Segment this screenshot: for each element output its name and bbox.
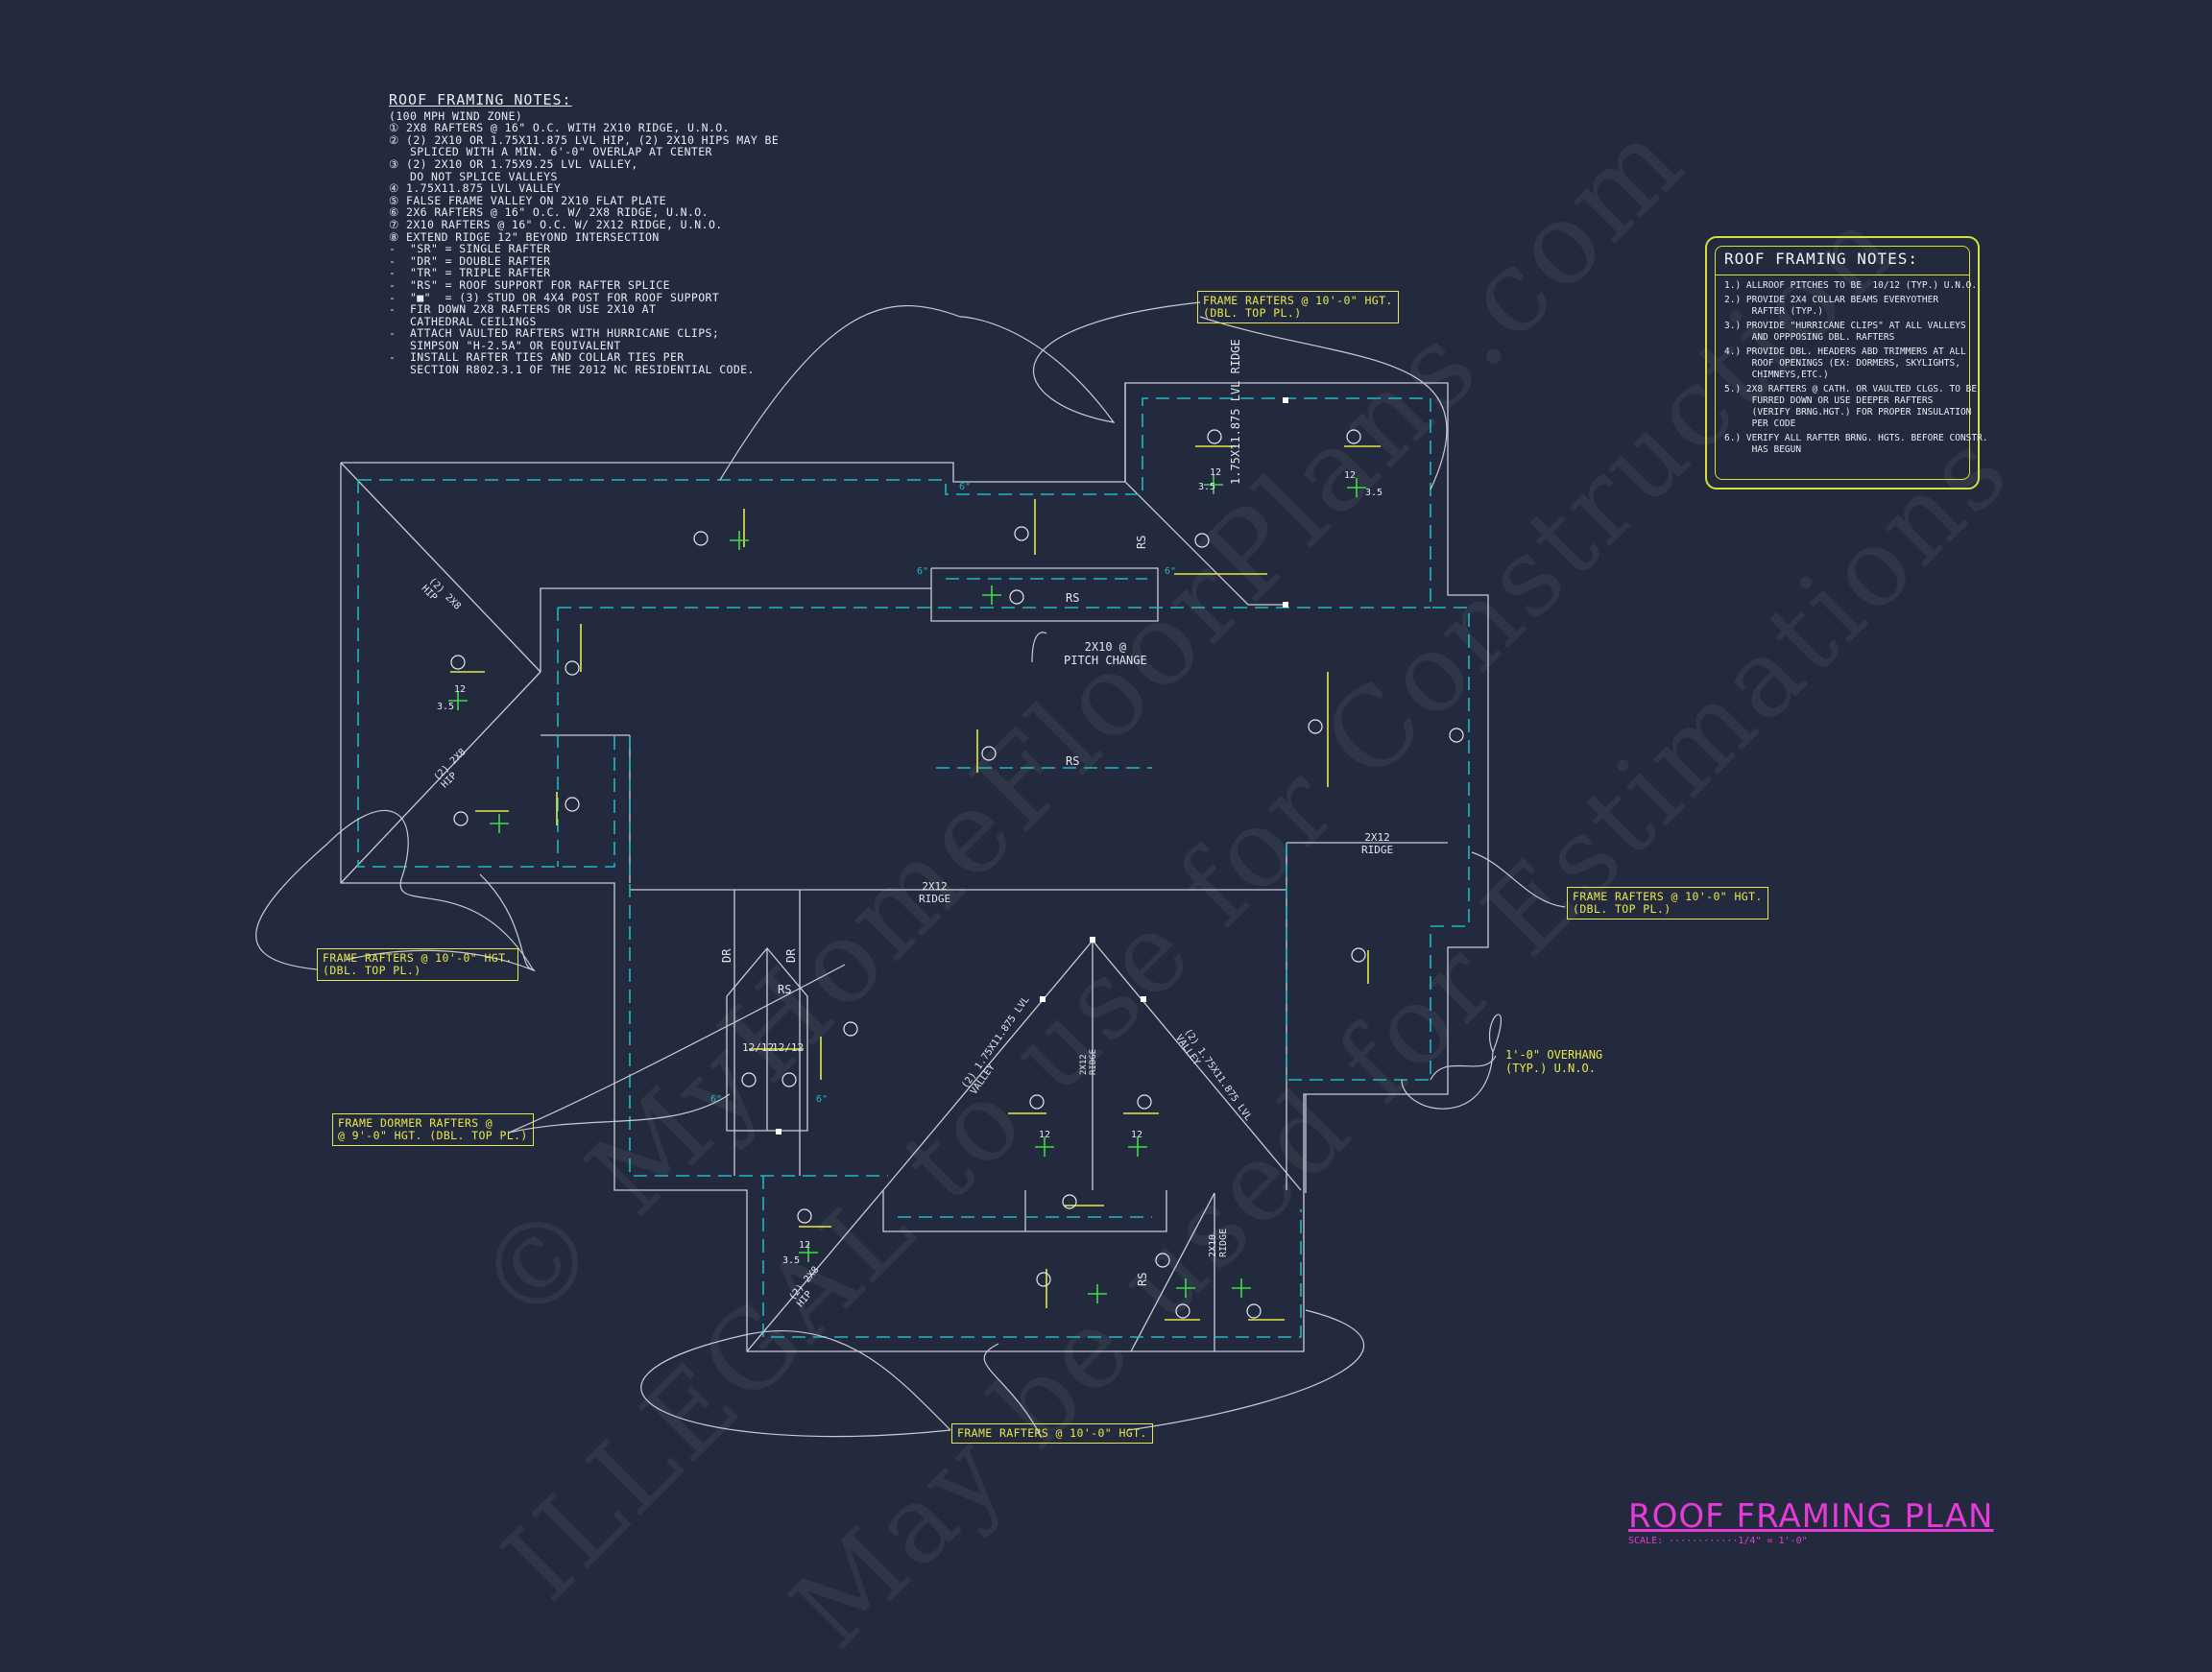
- overhang-dim: 6": [959, 482, 972, 492]
- general-note-line: ⑦ 2x10 RAFTERS @ 16" O.C. W/ 2x12 RIDGE,…: [389, 217, 723, 231]
- pitch-12-12-label: 12/12: [742, 1041, 775, 1054]
- general-notes: ROOF FRAMING NOTES: (100 MPH WIND ZONE) …: [389, 91, 780, 377]
- rs-label: RS: [1136, 1272, 1149, 1286]
- general-note-line: - ATTACH VAULTED RAFTERS WITH HURRICANE …: [389, 326, 720, 341]
- general-note-line: ② (2) 2x10 OR 1.75x11.875 LVL HIP, (2) 2…: [389, 132, 780, 147]
- overhang-note: 1'-0" OVERHANG (TYP.) U.N.O.: [1505, 1048, 1603, 1075]
- outline-vent: [930, 567, 1159, 622]
- right-note-item: 4.) PROVIDE DBL. HEADERS ABD TRIMMERS AT…: [1724, 346, 1966, 380]
- general-note-line: - "TR" = TRIPLE RAFTER: [389, 266, 551, 280]
- dormer-roof: [726, 946, 808, 1132]
- outline-hip-left-a: [340, 462, 541, 673]
- pitch-rise: 12: [1039, 1130, 1051, 1140]
- right-note-item: 1.) ALLROOF PITCHES TO BE 10/12 (TYP.) U…: [1724, 280, 1978, 291]
- general-notes-title: ROOF FRAMING NOTES:: [389, 91, 572, 108]
- general-note-line: ④ 1.75x11.875 LVL VALLEY: [389, 181, 562, 196]
- right-note-item: 5.) 2x8 RAFTERS @ CATH. OR VAULTED CLGS.…: [1724, 384, 1978, 429]
- right-note-item: 3.) PROVIDE "HURRICANE CLIPS" AT ALL VAL…: [1724, 321, 1966, 343]
- general-note-line: - "SR" = SINGLE RAFTER: [389, 242, 551, 256]
- general-note-line: SIMPSON "H-2.5A" OR EQUIVALENT: [389, 338, 621, 352]
- bottom-wing: [746, 1189, 884, 1352]
- ridge-vertical-label: 2x12 RIDGE: [1079, 1048, 1098, 1075]
- rs-label: RS: [1135, 535, 1148, 549]
- ridge-vertical-label: 2x10 RIDGE: [1208, 1228, 1229, 1257]
- outline-main-body: [540, 587, 931, 672]
- bottom-right-box: [1130, 1192, 1215, 1352]
- overhang-dim: 6": [1165, 566, 1177, 577]
- general-note-line: (100 MPH WIND ZONE): [389, 108, 523, 123]
- general-note-line: ⑤ FALSE FRAME VALLEY ON 2x10 FLAT PLATE: [389, 193, 667, 207]
- callout-bottom: FRAME RAFTERS @ 10'-0" HGT.: [951, 1423, 1153, 1444]
- right-notes-title: ROOF FRAMING NOTES:: [1724, 250, 1919, 268]
- pitch-rise: 12: [1344, 470, 1357, 481]
- general-note-line: SECTION R802.3.1 OF THE 2012 NC RESIDENT…: [389, 363, 755, 377]
- general-note-line: ③ (2) 2x10 OR 1.75x9.25 LVL VALLEY,: [389, 156, 638, 171]
- rs-label: RS: [1066, 754, 1080, 768]
- pitch-rise: 12: [1210, 467, 1222, 478]
- outline-hip-left-b: [340, 671, 541, 884]
- dr-label: DR: [720, 948, 733, 963]
- general-note-line: ① 2x8 RAFTERS @ 16" O.C. WITH 2x10 RIDGE…: [389, 121, 730, 135]
- dr-label: DR: [784, 948, 798, 963]
- pitch-12-12-label: 12/12: [772, 1041, 805, 1054]
- pitch-change-label: 2x10 @ PITCH CHANGE: [1064, 640, 1147, 667]
- overhang-dim: 6": [816, 1094, 829, 1105]
- rs-label: RS: [778, 983, 792, 996]
- pitch-run: 3.5: [437, 702, 455, 712]
- pitch-rise: 12: [799, 1240, 811, 1251]
- general-note-line: DO NOT SPLICE VALLEYS: [389, 169, 558, 183]
- right-notes-box: ROOF FRAMING NOTES: 1.) ALLROOF PITCHES …: [1705, 236, 1988, 490]
- general-note-line: ⑧ EXTEND RIDGE 12" BEYOND INTERSECTION: [389, 229, 660, 244]
- callout-left: FRAME RAFTERS @ 10'-0" HGT. (DBL. TOP PL…: [317, 948, 518, 981]
- general-note-line: - INSTALL RAFTER TIES AND COLLAR TIES PE…: [389, 350, 685, 365]
- dashed-bottom: [762, 1176, 1302, 1338]
- ridge-label-right: 2x12 RIDGE: [1361, 831, 1394, 856]
- plan-scale: SCALE: ············1/4" = 1'-0": [1628, 1536, 1808, 1546]
- callout-top: FRAME RAFTERS @ 10'-0" HGT. (DBL. TOP PL…: [1197, 291, 1399, 323]
- outline-left-wing: [340, 382, 1489, 1352]
- pitch-run: 3.5: [1365, 488, 1383, 498]
- rs-label: RS: [1066, 591, 1080, 605]
- right-notes-list: 1.) ALLROOF PITCHES TO BE 10/12 (TYP.) U…: [1724, 280, 1988, 459]
- general-note-line: CATHEDRAL CEILINGS: [389, 314, 537, 328]
- right-note-item: 2.) PROVIDE 2x4 COLLAR BEAMS EVERYOTHER …: [1724, 295, 1939, 317]
- general-note-line: - "DR" = DOUBLE RAFTER: [389, 253, 551, 268]
- ridge-label-center: 2x12 RIDGE: [919, 880, 951, 905]
- general-note-line: SPLICED WITH A MIN. 6'-0" OVERLAP AT CEN…: [389, 145, 712, 159]
- overhang-dim: 6": [917, 566, 929, 577]
- callout-right: FRAME RAFTERS @ 10'-0" HGT. (DBL. TOP PL…: [1567, 887, 1768, 920]
- general-note-line: - "RS" = ROOF SUPPORT FOR RAFTER SPLICE: [389, 277, 670, 292]
- lvl-ridge-label: 1.75x11.875 LVL RIDGE: [1229, 339, 1242, 485]
- general-note-line: ⑥ 2x6 RAFTERS @ 16" O.C. W/ 2x8 RIDGE, U…: [389, 205, 709, 220]
- right-note-item: 6.) VERIFY ALL RAFTER BRNG. HGTS. BEFORE…: [1724, 433, 1988, 455]
- callout-dormer: FRAME DORMER RAFTERS @ @ 9'-0" HGT. (DBL…: [332, 1113, 534, 1146]
- pitch-rise: 12: [454, 684, 467, 695]
- general-note-line: - "■" = (3) STUD OR 4x4 POST FOR ROOF SU…: [389, 290, 720, 304]
- overhang-dim: 6": [710, 1094, 723, 1105]
- plan-title: ROOF FRAMING PLAN: [1628, 1497, 1994, 1536]
- pitch-run: 3.5: [782, 1255, 801, 1266]
- dashed-left-wing: [358, 397, 1470, 1081]
- pitch-rise: 12: [1131, 1130, 1143, 1140]
- general-note-line: - FIR DOWN 2x8 RAFTERS OR USE 2x10 AT: [389, 302, 657, 317]
- right-notes-inner-border: [1715, 246, 1970, 480]
- pitch-run: 3.5: [1198, 482, 1216, 492]
- dashed-main-lower: [629, 736, 888, 1177]
- outline-right-wing: [1124, 383, 1286, 606]
- dashed-left-wing-b: [357, 480, 615, 868]
